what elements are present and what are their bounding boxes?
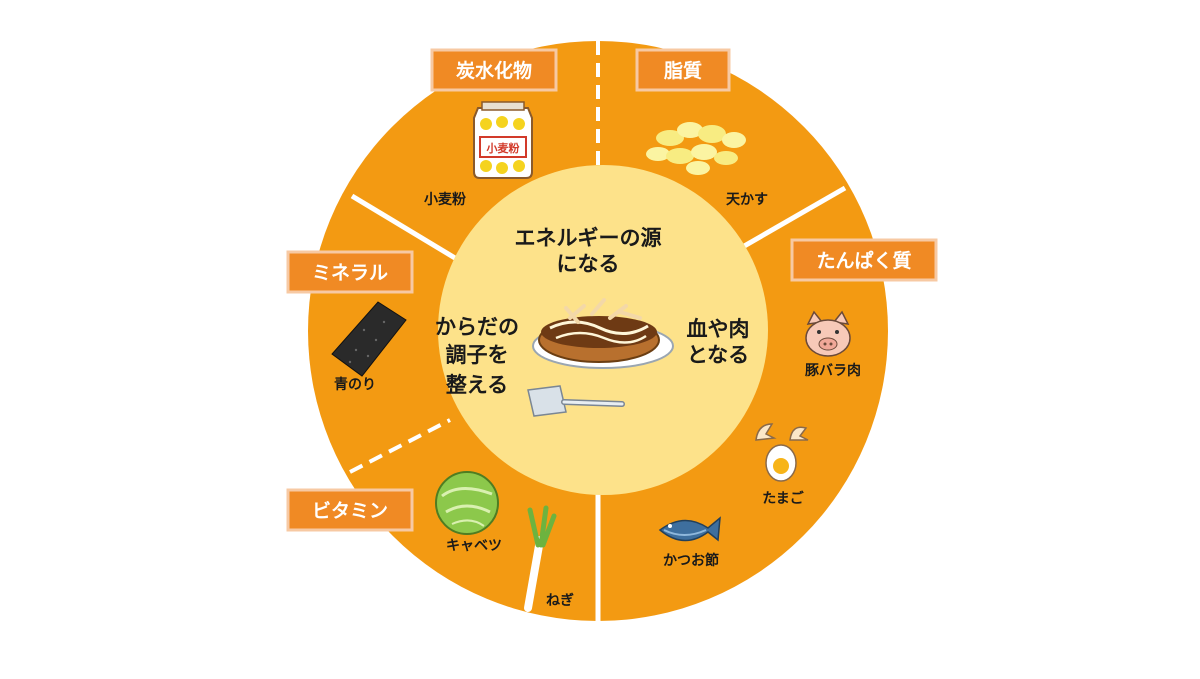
label-mineral: ミネラル [286, 250, 414, 294]
egg-icon [755, 423, 809, 482]
label-carbohydrate-text: 炭水化物 [456, 59, 532, 82]
role-energy-line2: になる [557, 252, 620, 276]
pig-icon [805, 310, 851, 357]
label-vitamin: ビタミン [286, 488, 414, 532]
flour-bag-icon: 小麦粉 [473, 101, 533, 179]
label-fat: 脂質 [635, 48, 731, 92]
label-protein: たんぱく質 [790, 238, 938, 282]
flour-bag-label: 小麦粉 [486, 141, 520, 155]
label-carbohydrate: 炭水化物 [430, 48, 558, 92]
food-aonori: 青のり [334, 376, 376, 393]
tenkasu-icon [646, 122, 746, 175]
role-condition-line1: からだの [435, 315, 519, 339]
label-fat-text: 脂質 [664, 59, 702, 82]
role-body-line1: 血や肉 [687, 317, 750, 341]
label-vitamin-text: ビタミン [312, 500, 388, 522]
food-flour: 小麦粉 [424, 191, 466, 208]
divider-mineral-vitamin [349, 418, 451, 474]
food-negi: ねぎ [546, 592, 574, 609]
okonomiyaki-icon [532, 298, 674, 369]
role-body-line2: となる [687, 343, 749, 367]
label-mineral-text: ミネラル [312, 262, 388, 284]
role-energy-line1: エネルギーの源 [515, 226, 662, 250]
role-condition-line2: 調子を [446, 343, 509, 367]
food-katsuobushi: かつお節 [663, 552, 719, 569]
spatula-icon [527, 385, 625, 417]
negi-icon [524, 505, 557, 612]
role-condition-line3: 整える [446, 373, 508, 397]
food-pork: 豚バラ肉 [805, 362, 861, 379]
fish-icon [658, 516, 721, 542]
label-protein-text: たんぱく質 [816, 249, 911, 272]
cabbage-icon [435, 471, 499, 535]
food-egg: たまご [762, 490, 805, 507]
food-tenkasu: 天かす [726, 192, 768, 208]
aonori-icon [331, 301, 407, 377]
food-cabbage: キャベツ [446, 538, 502, 554]
